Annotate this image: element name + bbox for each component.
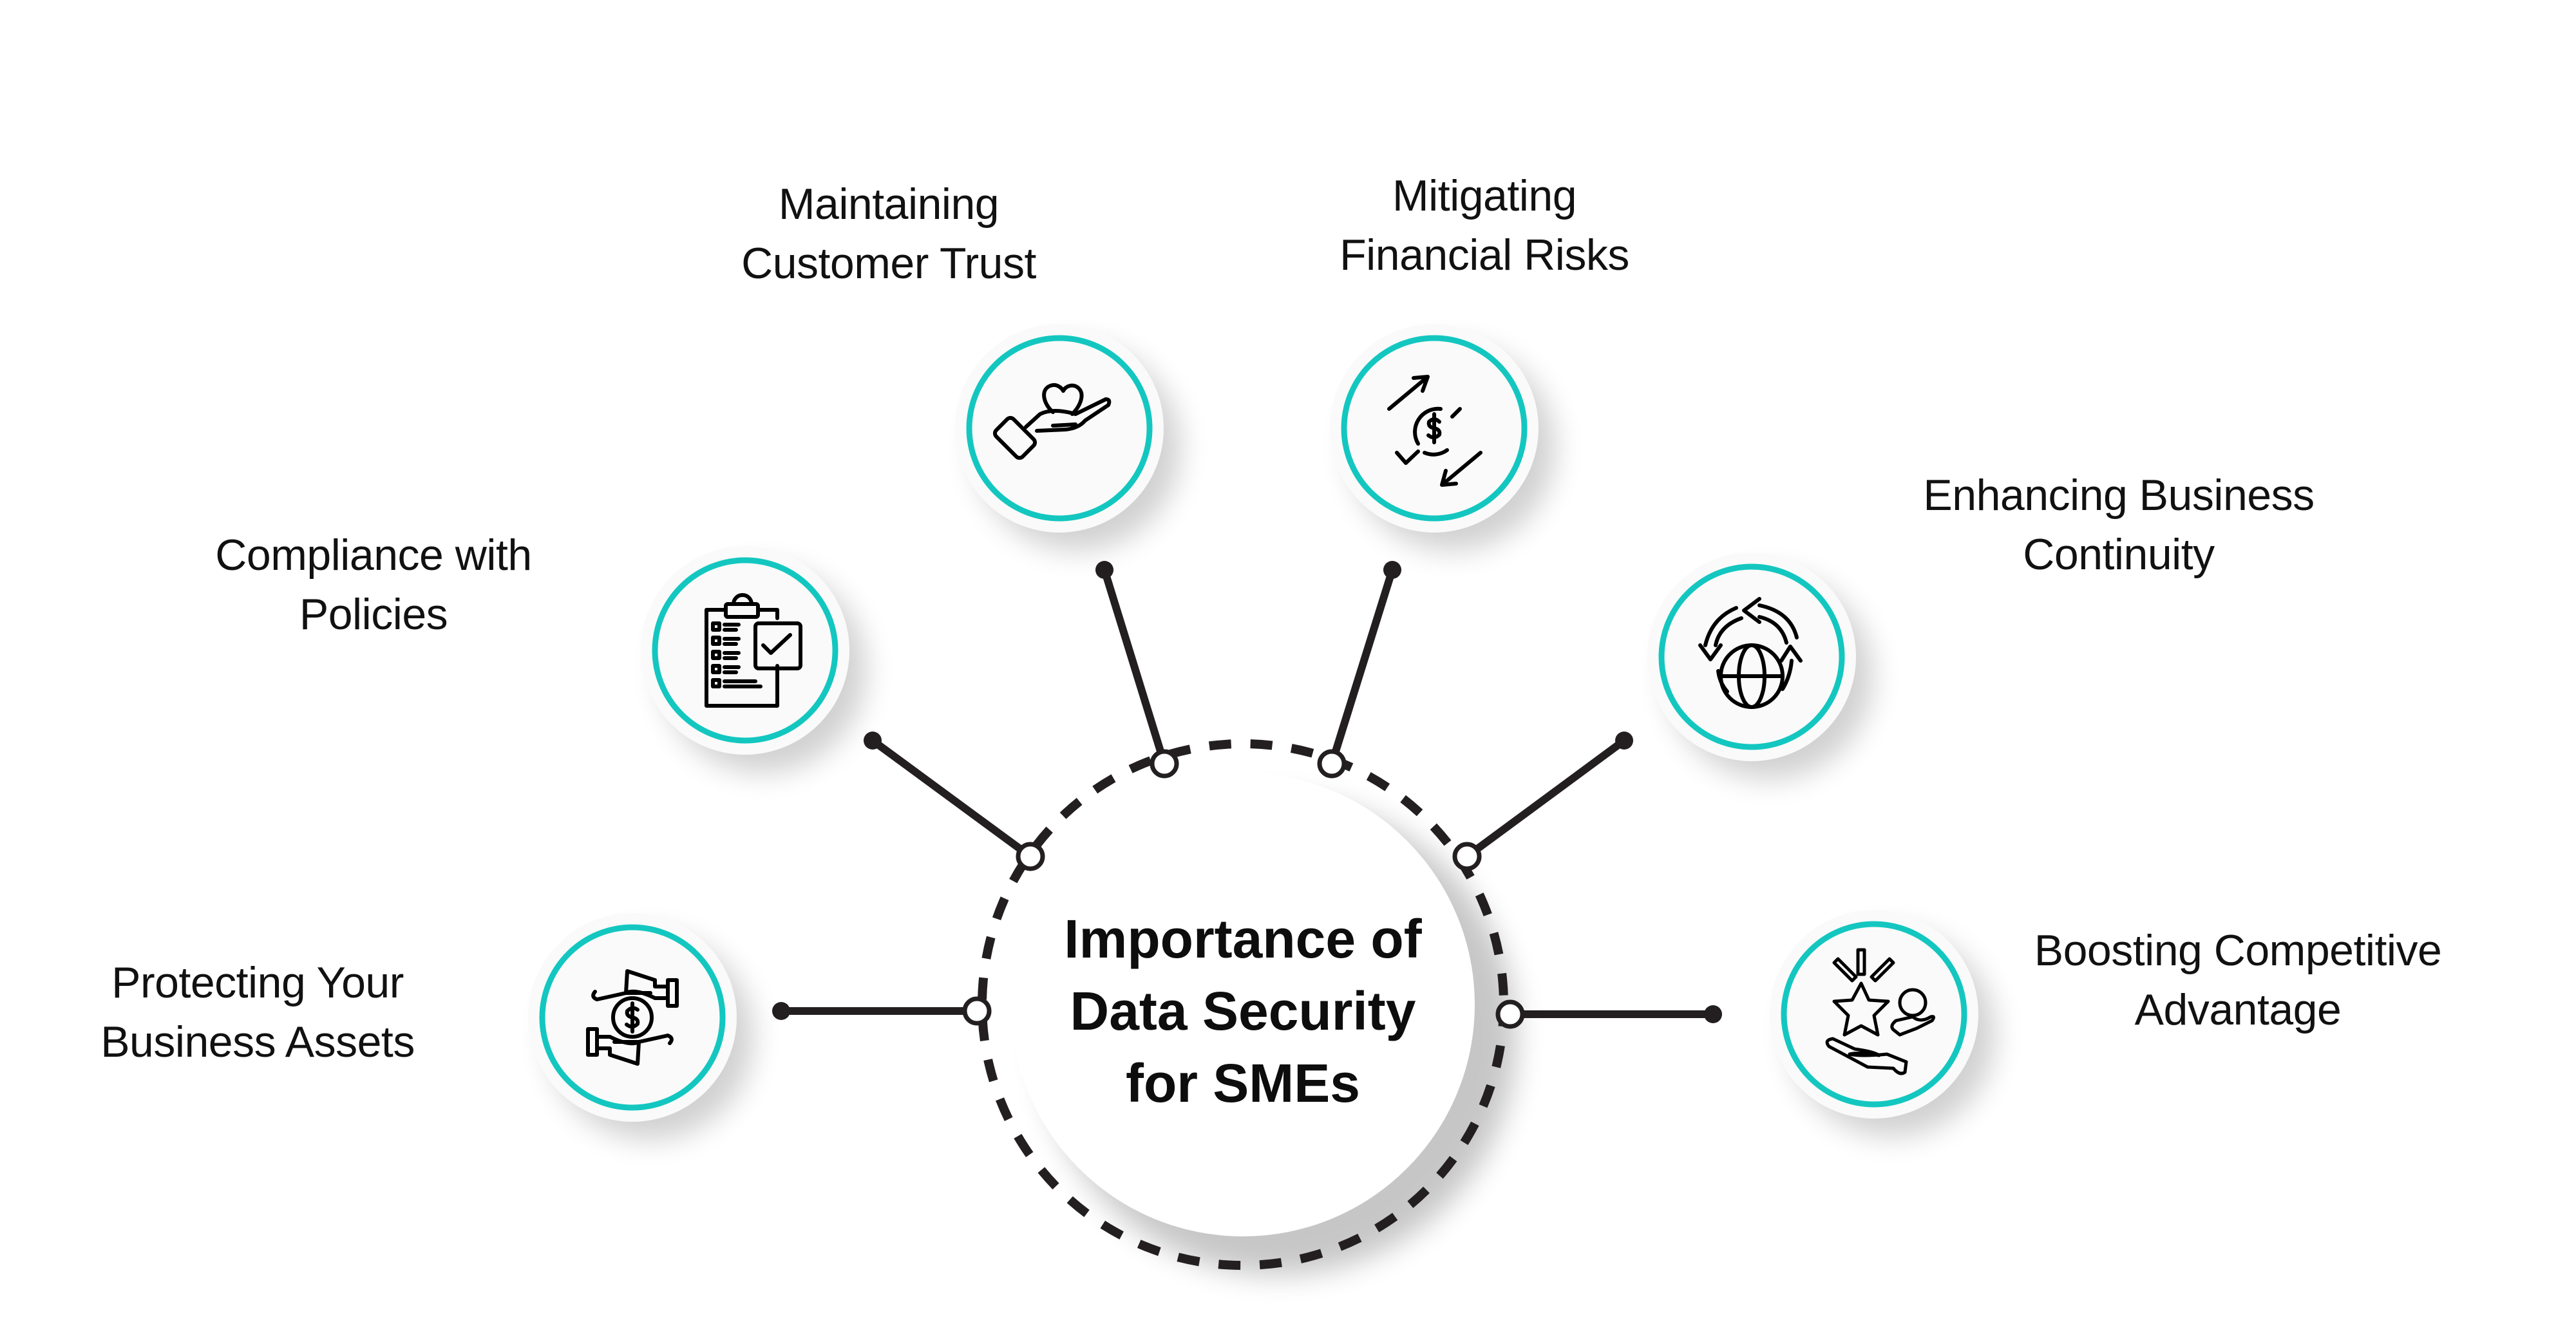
node-badge-trust (955, 324, 1180, 551)
label-line: Financial Risks (1340, 231, 1629, 279)
label-line: Advantage (2134, 985, 2342, 1034)
label-line: Customer Trust (741, 239, 1036, 288)
connector-end-dot (864, 732, 882, 750)
connector-anchor-ring (1150, 749, 1179, 779)
node-badge-protecting (528, 913, 753, 1140)
connector-anchor-ring (962, 996, 992, 1026)
connector-competitive (1495, 999, 1722, 1029)
star-hand-icon (1825, 948, 1936, 1075)
connector-protecting (772, 996, 992, 1026)
node-label-continuity: Enhancing Business Continuity (1923, 466, 2315, 584)
accent-ring (539, 924, 726, 1111)
globe-cycle-icon (1698, 597, 1803, 709)
connector-anchor-ring (1495, 999, 1525, 1029)
node-label-competitive: Boosting Competitive Advantage (2034, 921, 2442, 1039)
center-title-line-1: Importance of (1064, 909, 1422, 969)
hand-heart-icon (992, 383, 1112, 460)
node-label-trust: Maintaining Customer Trust (741, 175, 1036, 293)
accent-ring (1781, 921, 1967, 1108)
connector-anchor-ring (1317, 749, 1347, 779)
label-line: Mitigating (1392, 171, 1577, 220)
node-label-protecting: Protecting Your Business Assets (100, 953, 415, 1072)
connector-end-dot (1095, 561, 1113, 579)
icon-badges (528, 324, 1995, 1140)
accent-ring (1658, 563, 1845, 750)
node-badge-continuity (1647, 553, 1873, 779)
label-line: Policies (299, 590, 448, 639)
connector-anchor-ring (1452, 842, 1482, 871)
node-badge-competitive (1770, 910, 1995, 1137)
center-title-line-3: for SMEs (1125, 1053, 1361, 1113)
node-badge-financial (1330, 324, 1555, 551)
center-title-line-2: Data Security (1070, 981, 1416, 1041)
center-disc (1011, 773, 1475, 1236)
clipboard-checklist-icon (705, 593, 802, 708)
label-line: Protecting Your (111, 958, 404, 1007)
label-line: Business Assets (100, 1017, 415, 1066)
connector-trust (1095, 561, 1179, 779)
connector-end-dot (1615, 732, 1633, 750)
connector-continuity (1452, 732, 1633, 871)
label-line: Boosting Competitive (2034, 926, 2442, 975)
connector-financial (1317, 561, 1401, 779)
node-label-financial: Mitigating Financial Risks (1340, 166, 1629, 285)
accent-ring (1341, 335, 1528, 522)
label-line: Enhancing Business (1923, 471, 2315, 520)
dollar-exchange-arrows-icon (1387, 375, 1482, 487)
accent-ring (652, 557, 838, 744)
label-line: Compliance with (215, 531, 532, 580)
node-badge-compliance (641, 546, 866, 773)
center-title: Importance of Data Security for SMEs (1064, 903, 1421, 1119)
label-line: Continuity (2023, 530, 2215, 579)
connector-end-dot (1704, 1005, 1722, 1023)
center-hub (978, 739, 1517, 1275)
accent-ring (966, 335, 1153, 522)
connector-compliance (864, 732, 1045, 871)
hands-coin-icon (586, 969, 679, 1066)
connector-anchor-ring (1016, 842, 1045, 871)
connector-end-dot (1383, 561, 1401, 579)
label-line: Maintaining (778, 180, 999, 229)
connector-end-dot (772, 1002, 790, 1020)
node-label-compliance: Compliance with Policies (215, 525, 532, 644)
connectors (772, 561, 1722, 1029)
